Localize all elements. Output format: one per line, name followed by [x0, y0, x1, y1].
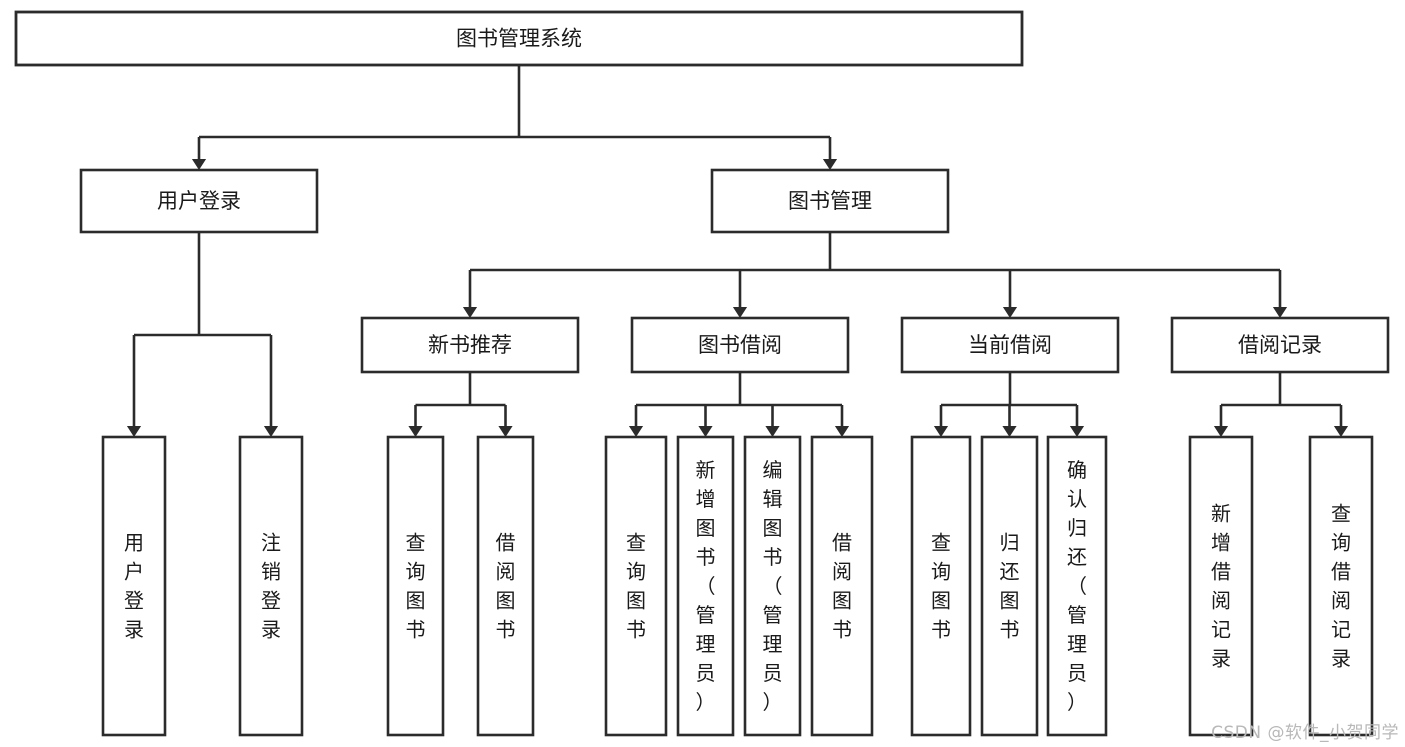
borrow-record-to-leaf-add-borrow-record-arrow-icon: [1213, 426, 1229, 437]
node-label-leaf-query-borrow-record: 查询借阅记录: [1331, 501, 1351, 670]
node-box-leaf-add-borrow-record[interactable]: [1188, 435, 1254, 737]
borrow-record-to-leaf-query-borrow-record-arrow-icon: [1333, 426, 1349, 437]
node-box-leaf-query-book-3[interactable]: [910, 435, 972, 737]
user-login-to-leaf-logout-login-arrow-icon: [263, 426, 279, 437]
node-box-leaf-borrow-book-2[interactable]: [810, 435, 874, 737]
book-manage-to-new-book-recommend-arrow-icon: [462, 307, 478, 318]
node-user-login[interactable]: 用户登录: [79, 168, 319, 234]
node-label-user-login: 用户登录: [157, 189, 241, 213]
node-box-leaf-query-borrow-record[interactable]: [1308, 435, 1374, 737]
connector-layer: [126, 65, 1349, 437]
node-book-manage[interactable]: 图书管理: [710, 168, 950, 234]
node-label-leaf-add-book-admin: 新增图书（管理员）: [696, 458, 716, 714]
node-box-leaf-add-book-admin[interactable]: [676, 435, 735, 737]
node-label-leaf-logout-login: 注销登录: [261, 530, 281, 641]
current-borrow-to-leaf-query-book-3-arrow-icon: [933, 426, 949, 437]
node-box-leaf-borrow-book-1[interactable]: [476, 435, 535, 737]
node-borrow-record[interactable]: 借阅记录: [1170, 316, 1390, 374]
book-borrow-to-leaf-edit-book-admin-arrow-icon: [765, 426, 780, 437]
node-label-book-manage: 图书管理: [788, 189, 872, 213]
root-to-user-login-arrow-icon: [191, 159, 207, 170]
book-borrow-to-leaf-query-book-2-arrow-icon: [628, 426, 644, 437]
node-label-leaf-confirm-return-admin: 确认归还（管理员）: [1067, 458, 1087, 714]
node-label-book-borrow: 图书借阅: [698, 333, 782, 357]
node-leaf-query-book-2[interactable]: 查询图书: [604, 435, 668, 737]
book-borrow-to-leaf-add-book-admin-arrow-icon: [698, 426, 713, 437]
root-to-book-manage-arrow-icon: [822, 159, 838, 170]
node-leaf-query-book-3[interactable]: 查询图书: [910, 435, 972, 737]
node-label-leaf-return-book: 归还图书: [1000, 530, 1020, 641]
node-leaf-edit-book-admin[interactable]: 编辑图书（管理员）: [743, 435, 802, 737]
node-box-current-borrow[interactable]: [900, 316, 1120, 374]
book-manage-to-book-borrow-arrow-icon: [732, 307, 748, 318]
node-leaf-user-login[interactable]: 用户登录: [101, 435, 167, 737]
current-borrow-to-leaf-return-book-arrow-icon: [1002, 426, 1017, 437]
new-book-recommend-to-leaf-borrow-book-1-arrow-icon: [498, 426, 513, 437]
node-label-root: 图书管理系统: [456, 27, 582, 51]
node-label-leaf-query-book-3: 查询图书: [931, 530, 951, 641]
node-label-leaf-borrow-book-2: 借阅图书: [832, 530, 852, 641]
node-leaf-query-book-1[interactable]: 查询图书: [386, 435, 445, 737]
book-manage-to-current-borrow-arrow-icon: [1002, 307, 1018, 318]
node-book-borrow[interactable]: 图书借阅: [630, 316, 850, 374]
node-label-leaf-add-borrow-record: 新增借阅记录: [1211, 501, 1231, 670]
node-box-leaf-logout-login[interactable]: [238, 435, 304, 737]
node-label-leaf-user-login: 用户登录: [124, 530, 144, 641]
node-new-book-recommend[interactable]: 新书推荐: [360, 316, 580, 374]
node-leaf-borrow-book-2[interactable]: 借阅图书: [810, 435, 874, 737]
book-manage-to-borrow-record-arrow-icon: [1272, 307, 1288, 318]
node-leaf-borrow-book-1[interactable]: 借阅图书: [476, 435, 535, 737]
node-box-book-borrow[interactable]: [630, 316, 850, 374]
node-label-new-book-recommend: 新书推荐: [428, 333, 512, 357]
user-login-to-leaf-user-login-arrow-icon: [126, 426, 142, 437]
node-leaf-logout-login[interactable]: 注销登录: [238, 435, 304, 737]
node-leaf-return-book[interactable]: 归还图书: [980, 435, 1039, 737]
book-borrow-to-leaf-borrow-book-2-arrow-icon: [834, 426, 850, 437]
current-borrow-to-leaf-confirm-return-admin-arrow-icon: [1069, 426, 1085, 437]
node-label-leaf-borrow-book-1: 借阅图书: [496, 530, 516, 641]
node-box-leaf-query-book-1[interactable]: [386, 435, 445, 737]
node-box-borrow-record[interactable]: [1170, 316, 1390, 374]
node-leaf-query-borrow-record[interactable]: 查询借阅记录: [1308, 435, 1374, 737]
new-book-recommend-to-leaf-query-book-1-arrow-icon: [408, 426, 423, 437]
node-root[interactable]: 图书管理系统: [14, 10, 1024, 67]
node-label-borrow-record: 借阅记录: [1238, 333, 1322, 357]
node-box-new-book-recommend[interactable]: [360, 316, 580, 374]
node-leaf-confirm-return-admin[interactable]: 确认归还（管理员）: [1046, 435, 1108, 737]
node-box-user-login[interactable]: [79, 168, 319, 234]
node-label-leaf-edit-book-admin: 编辑图书（管理员）: [763, 458, 783, 714]
node-label-leaf-query-book-2: 查询图书: [626, 530, 646, 641]
node-label-current-borrow: 当前借阅: [968, 333, 1052, 357]
node-current-borrow[interactable]: 当前借阅: [900, 316, 1120, 374]
node-label-leaf-query-book-1: 查询图书: [406, 530, 426, 641]
node-box-book-manage[interactable]: [710, 168, 950, 234]
node-box-root[interactable]: [14, 10, 1024, 67]
node-box-leaf-query-book-2[interactable]: [604, 435, 668, 737]
node-box-leaf-user-login[interactable]: [101, 435, 167, 737]
node-box-leaf-confirm-return-admin[interactable]: [1046, 435, 1108, 737]
node-box-leaf-edit-book-admin[interactable]: [743, 435, 802, 737]
node-layer: 图书管理系统用户登录图书管理新书推荐图书借阅当前借阅借阅记录用户登录注销登录查询…: [14, 10, 1390, 737]
node-leaf-add-book-admin[interactable]: 新增图书（管理员）: [676, 435, 735, 737]
node-leaf-add-borrow-record[interactable]: 新增借阅记录: [1188, 435, 1254, 737]
node-box-leaf-return-book[interactable]: [980, 435, 1039, 737]
